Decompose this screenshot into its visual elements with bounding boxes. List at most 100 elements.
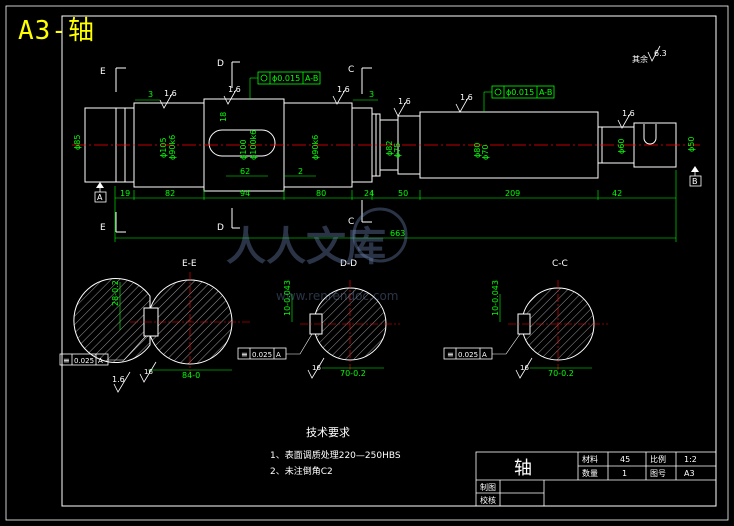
svg-text:A: A — [98, 357, 103, 365]
dia-journal1b: ϕ90k6 — [168, 135, 177, 160]
main-dimension-lines — [114, 99, 677, 242]
svg-text:≡: ≡ — [447, 350, 454, 359]
dia-center: ϕ100 — [239, 139, 248, 160]
tech-req-item-1: 1、表面调质处理220—250HBS — [270, 449, 401, 461]
material-label: 材料 — [582, 454, 598, 464]
dia-right1: ϕ60 — [617, 139, 626, 154]
svg-text:16: 16 — [520, 364, 529, 372]
section-d-bottom: D — [217, 223, 224, 233]
dim-bottom-3: 80 — [316, 189, 326, 198]
svg-text:84-0: 84-0 — [182, 371, 200, 380]
part-name: 轴 — [514, 458, 532, 479]
drawing-no-value: A3 — [684, 469, 695, 478]
svg-text:www.renrendoc.com: www.renrendoc.com — [276, 289, 398, 303]
datum-b: B — [689, 166, 702, 187]
title-block — [475, 451, 717, 507]
dia-journal1: ϕ105 — [159, 137, 168, 158]
svg-text:A: A — [482, 351, 487, 359]
svg-text:D-D: D-D — [340, 259, 357, 269]
dia-long: ϕ80 — [473, 143, 482, 158]
svg-text:10-0.043: 10-0.043 — [283, 280, 292, 316]
roughness-other-value: 6.3 — [654, 49, 667, 58]
dia-journal2: ϕ90k6 — [311, 135, 320, 160]
dia-left-end: ϕ85 — [73, 135, 82, 150]
svg-text:ϕ0.015: ϕ0.015 — [272, 74, 300, 83]
dim-bottom-5: 50 — [398, 189, 408, 198]
svg-text:A: A — [276, 351, 281, 359]
section-e-bottom: E — [100, 223, 106, 233]
dia-long-b: ϕ70 — [481, 145, 490, 160]
svg-text:A-B: A-B — [305, 74, 318, 83]
section-view-c-c: C-C 70-0.2 10-0.043 ≡ 0.025 A 16 — [443, 259, 608, 379]
roughness-other-label: 其余 — [632, 54, 648, 64]
section-markers — [115, 61, 372, 233]
inner-border — [61, 15, 717, 507]
drawing-no-label: 图号 — [650, 469, 666, 478]
outer-border — [5, 5, 729, 521]
dim-bottom-1: 82 — [165, 189, 175, 198]
section-e-top: E — [100, 67, 106, 77]
dia-center-b: ϕ100k6 — [249, 130, 258, 160]
section-view-d-d: D-D 70-0.2 10-0.043 ≡ 0.025 A 16 — [237, 259, 400, 379]
svg-text:70-0.2: 70-0.2 — [340, 369, 366, 378]
dim-bottom-6: 209 — [505, 189, 520, 198]
svg-text:人人文库: 人人文库 — [226, 224, 386, 270]
dia-step-b: ϕ75 — [393, 143, 402, 158]
dia-step: ϕ82 — [385, 141, 394, 156]
dim-3-right: 3 — [369, 90, 374, 99]
svg-text:0.025: 0.025 — [252, 351, 272, 359]
roughness-symbols-main — [159, 89, 631, 129]
rough-main-3: 1.6 — [398, 97, 411, 106]
section-d-top: D — [217, 59, 224, 69]
rough-main-0: 1.6 — [164, 89, 177, 98]
svg-text:16: 16 — [312, 364, 321, 372]
svg-text:≡: ≡ — [63, 356, 70, 365]
dia-right2: ϕ50 — [687, 137, 696, 152]
dim-overall: 663 — [390, 229, 405, 238]
dim-bottom-4: 24 — [364, 189, 374, 198]
section-c-top: C — [348, 65, 354, 75]
dia-keyway-depth: 18 — [219, 112, 228, 122]
dim-3-left: 3 — [148, 90, 153, 99]
dim-2: 2 — [298, 167, 303, 176]
rough-main-1: 1.6 — [228, 85, 241, 94]
svg-text:1.6: 1.6 — [112, 375, 125, 384]
svg-text:ϕ0.015: ϕ0.015 — [506, 88, 534, 97]
svg-text:≡: ≡ — [241, 350, 248, 359]
material-value: 45 — [620, 455, 630, 464]
dim-bottom-0: 19 — [120, 189, 130, 198]
svg-text:B: B — [692, 177, 698, 186]
sheet-title: A3-轴 — [18, 16, 95, 46]
rough-main-5: 1.6 — [622, 109, 635, 118]
svg-text:16: 16 — [144, 368, 153, 376]
qty-label: 数量 — [582, 468, 598, 478]
svg-text:70-0.2: 70-0.2 — [548, 369, 574, 378]
scale-value: 1:2 — [684, 455, 697, 464]
svg-text:0.025: 0.025 — [458, 351, 478, 359]
watermark: 人人文库 www.renrendoc.com — [226, 207, 408, 303]
dim-62: 62 — [240, 167, 250, 176]
checked-label: 校核 — [480, 495, 496, 505]
roughness-other-symbol — [647, 45, 661, 62]
svg-text:28-0.2: 28-0.2 — [111, 280, 120, 306]
qty-value: 1 — [622, 469, 627, 478]
dim-bottom-2: 94 — [240, 189, 250, 198]
tech-req-item-2: 2、未注倒角C2 — [270, 465, 333, 477]
svg-text:0.025: 0.025 — [74, 357, 94, 365]
scale-label: 比例 — [650, 454, 666, 464]
dim-bottom-7: 42 — [612, 189, 622, 198]
drawn-label: 制图 — [480, 482, 496, 492]
tolerance-frame-2: ϕ0.015 A-B — [483, 85, 555, 112]
section-view-e-e: E-E 84-0 28-0.2 ≡ 0.025 A 1.6 16 — [59, 259, 250, 393]
rough-main-2: 1.6 — [337, 85, 350, 94]
svg-text:E-E: E-E — [182, 259, 197, 269]
datum-a: A — [94, 182, 107, 203]
svg-text:A: A — [97, 193, 103, 202]
svg-text:C-C: C-C — [552, 259, 568, 269]
section-c-bottom: C — [348, 217, 354, 227]
rough-main-4: 1.6 — [460, 93, 473, 102]
svg-text:10-0.043: 10-0.043 — [491, 280, 500, 316]
tech-req-heading: 技术要求 — [306, 426, 350, 439]
tolerance-frame-1: ϕ0.015 A-B — [249, 71, 321, 99]
